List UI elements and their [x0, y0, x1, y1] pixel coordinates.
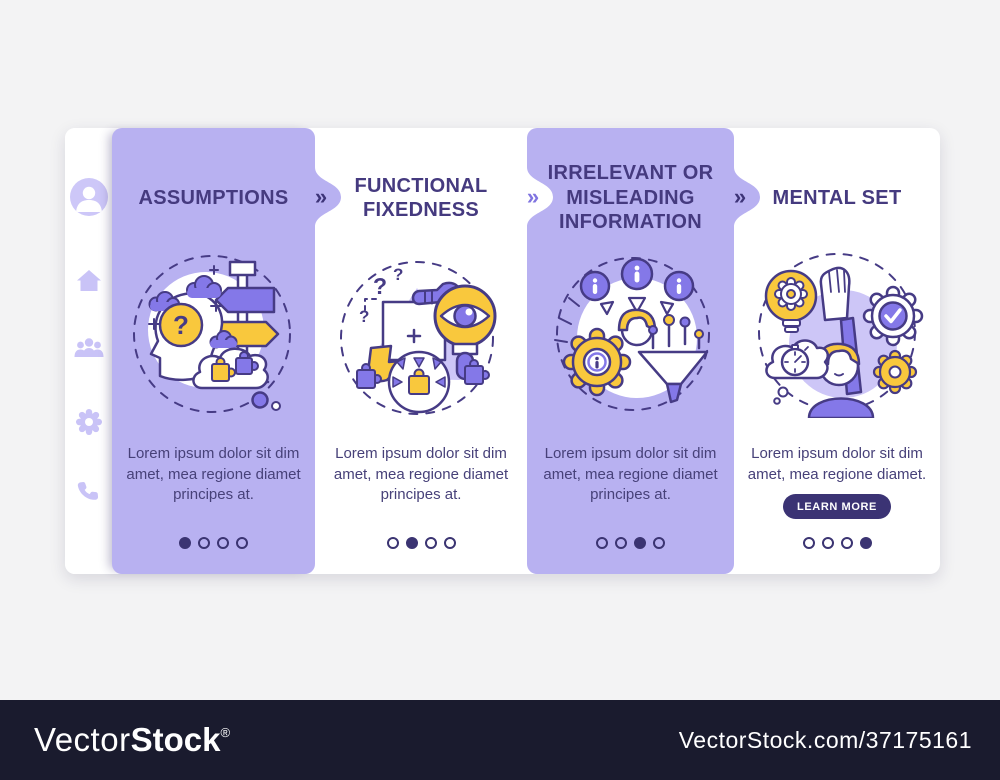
- pagination-dots: [734, 537, 940, 549]
- mental-set-illustration: [758, 253, 924, 418]
- pagination-dot[interactable]: [236, 537, 248, 549]
- panel-title: FUNCTIONAL FIXEDNESS: [354, 174, 488, 221]
- pagination-dot[interactable]: [802, 537, 815, 549]
- pagination-dot[interactable]: [217, 537, 229, 549]
- pagination-dot[interactable]: [386, 537, 399, 549]
- watermark-bar: VectorStock® VectorStock.com/37175161: [0, 700, 1000, 780]
- pagination-dot[interactable]: [859, 537, 872, 549]
- pagination-dots: [315, 537, 527, 549]
- pagination-dot[interactable]: [634, 537, 646, 549]
- settings-gear-icon[interactable]: [75, 408, 103, 441]
- svg-text:?: ?: [393, 265, 403, 284]
- app-sidebar: [65, 128, 112, 574]
- learn-more-button[interactable]: LEARN MORE: [783, 494, 891, 519]
- home-icon[interactable]: [76, 267, 102, 298]
- panel-title: IRRELEVANT OR MISLEADING INFORMATION: [547, 162, 714, 234]
- pagination-dot[interactable]: [821, 537, 834, 549]
- pagination-dot[interactable]: [405, 537, 418, 549]
- pagination-dot[interactable]: [179, 537, 191, 549]
- panel-description: Lorem ipsum dolor sit dim amet, mea regi…: [333, 445, 509, 504]
- onboarding-template-card: ASSUMPTIONS ?: [65, 128, 940, 574]
- misleading-information-illustration: [553, 257, 710, 411]
- svg-text:?: ?: [359, 307, 369, 326]
- pagination-dot[interactable]: [424, 537, 437, 549]
- user-avatar-icon[interactable]: [69, 178, 108, 221]
- panel-connector-tab: [517, 142, 553, 252]
- panel-title: MENTAL SET: [772, 186, 902, 209]
- pagination-dot[interactable]: [596, 537, 608, 549]
- pagination-dots: [112, 537, 315, 549]
- onboarding-panel-misleading-information: IRRELEVANT OR MISLEADING INFORMATION: [527, 128, 734, 574]
- svg-text:?: ?: [373, 273, 387, 299]
- vectorstock-logo: VectorStock®: [34, 721, 230, 759]
- functional-fixedness-illustration: ? ? ?: [340, 261, 497, 415]
- pagination-dot[interactable]: [653, 537, 665, 549]
- phone-icon[interactable]: [76, 479, 102, 510]
- pagination-dot[interactable]: [443, 537, 456, 549]
- next-chevron-icon[interactable]: »: [733, 184, 747, 209]
- panel-title: ASSUMPTIONS: [138, 186, 289, 209]
- panel-connector-tab: [305, 142, 341, 252]
- panel-description: Lorem ipsum dolor sit dim amet, mea regi…: [747, 445, 927, 483]
- onboarding-panel-mental-set: MENTAL SET: [734, 128, 940, 574]
- logo-text-bold: Stock: [130, 721, 221, 758]
- next-chevron-icon[interactable]: »: [314, 184, 328, 209]
- pagination-dot[interactable]: [615, 537, 627, 549]
- panel-description: Lorem ipsum dolor sit dim amet, mea regi…: [543, 445, 718, 504]
- onboarding-panel-functional-fixedness: FUNCTIONAL FIXEDNESS ? ? ?: [315, 128, 527, 574]
- onboarding-panel-assumptions: ASSUMPTIONS ?: [112, 128, 315, 574]
- pagination-dots: [527, 537, 734, 549]
- team-icon[interactable]: [74, 336, 104, 365]
- logo-text-light: Vector: [34, 721, 131, 758]
- next-chevron-icon[interactable]: »: [526, 184, 540, 209]
- registered-mark: ®: [220, 725, 231, 740]
- panel-description: Lorem ipsum dolor sit dim amet, mea regi…: [126, 445, 301, 504]
- pagination-dot[interactable]: [198, 537, 210, 549]
- pagination-dot[interactable]: [840, 537, 853, 549]
- svg-text:?: ?: [173, 310, 189, 340]
- assumptions-illustration: ?: [132, 255, 291, 413]
- panel-connector-tab: [724, 142, 760, 252]
- watermark-url: VectorStock.com/37175161: [678, 726, 972, 753]
